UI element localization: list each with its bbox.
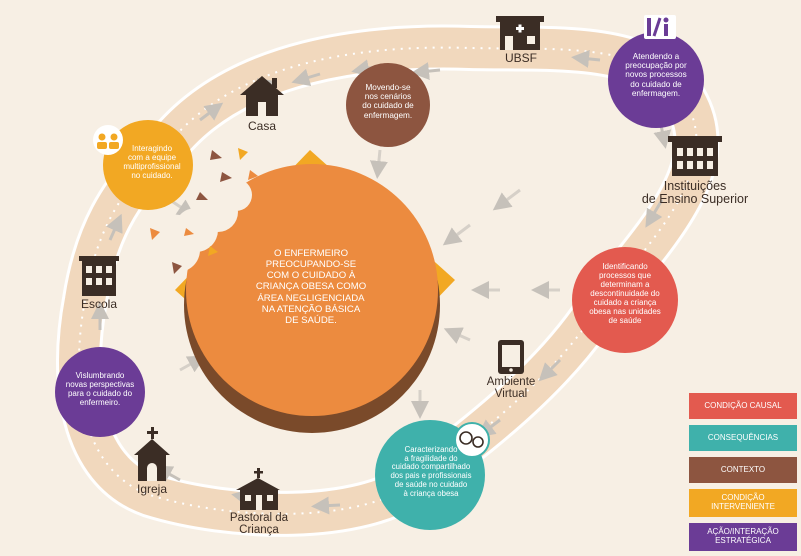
house-icon	[240, 76, 284, 116]
identifying-text: Identificando processos que determinam a…	[589, 262, 661, 325]
information-icon	[644, 15, 676, 39]
tablet-icon	[498, 340, 524, 374]
escola-label: Escola	[80, 297, 118, 311]
university-building-icon	[668, 136, 722, 176]
central-text: O ENFERMEIRO PREOCUPANDO-SE COM O CUIDAD…	[255, 248, 367, 326]
instituicoes-label: Instituições de Ensino Superior	[641, 179, 749, 207]
central-node	[150, 148, 455, 433]
school-building-icon	[79, 256, 119, 296]
attending-circle	[608, 32, 704, 128]
legend-item-consequences: CONSEQUÊNCIAS	[689, 425, 797, 451]
attending-text: Atendendo a preocupação por novos proces…	[625, 52, 687, 98]
glimpsing-text: Vislumbrando novas perspectivas para o c…	[65, 371, 135, 407]
community-building-icon	[236, 468, 280, 510]
clinic-icon	[496, 16, 544, 50]
pastoral-label: Pastoral da Criança	[229, 512, 289, 537]
church-icon	[134, 427, 170, 481]
team-people-icon	[93, 125, 123, 155]
moving-circle	[346, 63, 430, 147]
igreja-label: Igreja	[136, 482, 168, 496]
identifying-circle	[572, 247, 678, 353]
legend-item-intervening: CONDIÇÃO INTERVENIENTE	[689, 489, 797, 517]
parent-child-faces-icon	[454, 422, 490, 458]
inner-flow-arrows	[169, 149, 560, 419]
casa-label: Casa	[247, 119, 276, 133]
interacting-circle	[103, 120, 193, 210]
ubsf-label: UBSF	[504, 51, 537, 65]
legend-item-causal: CONDIÇÃO CAUSAL	[689, 393, 797, 419]
moving-text: Movendo-se nos cenários do cuidado de en…	[362, 83, 414, 120]
legend-item-strategic: AÇÃO/INTERAÇÃO ESTRATÉGICA	[689, 523, 797, 551]
ambiente-label: Ambiente Virtual	[486, 376, 536, 401]
interacting-text: Interagindo com a equipe multiprofission…	[123, 144, 181, 180]
glimpsing-circle	[55, 347, 145, 437]
legend-item-context: CONTEXTO	[689, 457, 797, 483]
characterizing-text: Caracterizando a fragilidade do cuidado …	[390, 445, 472, 498]
